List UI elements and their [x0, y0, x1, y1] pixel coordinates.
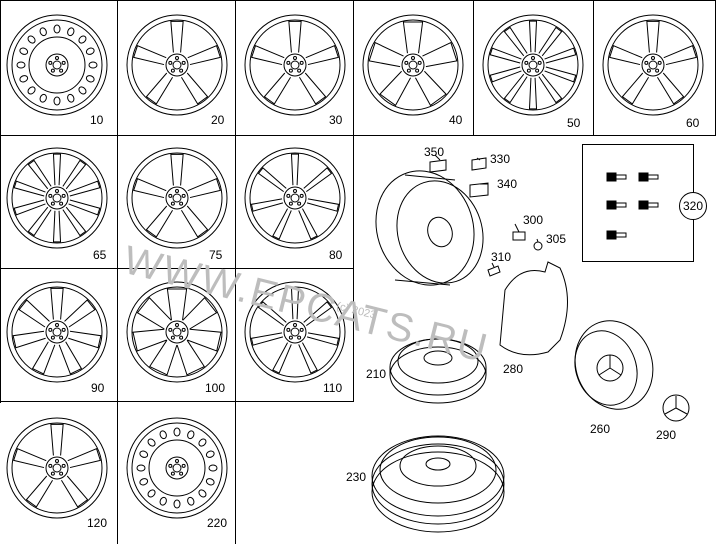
label-220: 220: [207, 516, 228, 530]
label-40: 40: [449, 113, 463, 127]
grid-frame: [0, 0, 716, 403]
cell-wheel-220[interactable]: [118, 402, 236, 544]
part-300-label[interactable]: 300: [523, 213, 544, 227]
label-75: 75: [209, 248, 223, 262]
bolt-set-box[interactable]: [582, 144, 694, 262]
part-350-label[interactable]: 350: [424, 145, 445, 159]
part-340-label[interactable]: 340: [497, 177, 518, 191]
bolt-icons: [606, 172, 659, 240]
cell-wheel-20[interactable]: [118, 0, 236, 136]
cell-wheel-40[interactable]: [354, 0, 474, 136]
part-310-label[interactable]: 310: [491, 250, 512, 264]
cell-wheel-110[interactable]: [236, 269, 354, 402]
part-320-label[interactable]: 320: [679, 192, 707, 220]
part-210-label[interactable]: 210: [366, 367, 387, 381]
label-100: 100: [205, 381, 226, 395]
label-50: 50: [567, 116, 581, 130]
label-30: 30: [329, 113, 343, 127]
cell-wheel-100[interactable]: [118, 269, 236, 402]
part-280-label[interactable]: 280: [503, 362, 524, 376]
cell-wheel-90[interactable]: [0, 269, 118, 402]
part-230-label[interactable]: 230: [346, 470, 367, 484]
part-305-label[interactable]: 305: [546, 232, 567, 246]
part-260-label[interactable]: 260: [590, 422, 611, 436]
label-90: 90: [91, 381, 105, 395]
label-20: 20: [211, 113, 225, 127]
label-65: 65: [93, 248, 107, 262]
cell-wheel-120[interactable]: [0, 402, 118, 544]
part-330-label[interactable]: 330: [490, 152, 511, 166]
label-120: 120: [87, 516, 108, 530]
cell-wheel-65[interactable]: [0, 136, 118, 269]
part-290-label[interactable]: 290: [656, 428, 677, 442]
cell-wheel-30[interactable]: [236, 0, 354, 136]
cell-wheel-80[interactable]: [236, 136, 354, 269]
label-10: 10: [90, 113, 104, 127]
cell-wheel-75[interactable]: [118, 136, 236, 269]
cell-wheel-50[interactable]: [474, 0, 594, 136]
label-80: 80: [329, 248, 343, 262]
label-60: 60: [686, 116, 700, 130]
label-110: 110: [323, 381, 343, 395]
cell-wheel-10[interactable]: [0, 0, 118, 136]
